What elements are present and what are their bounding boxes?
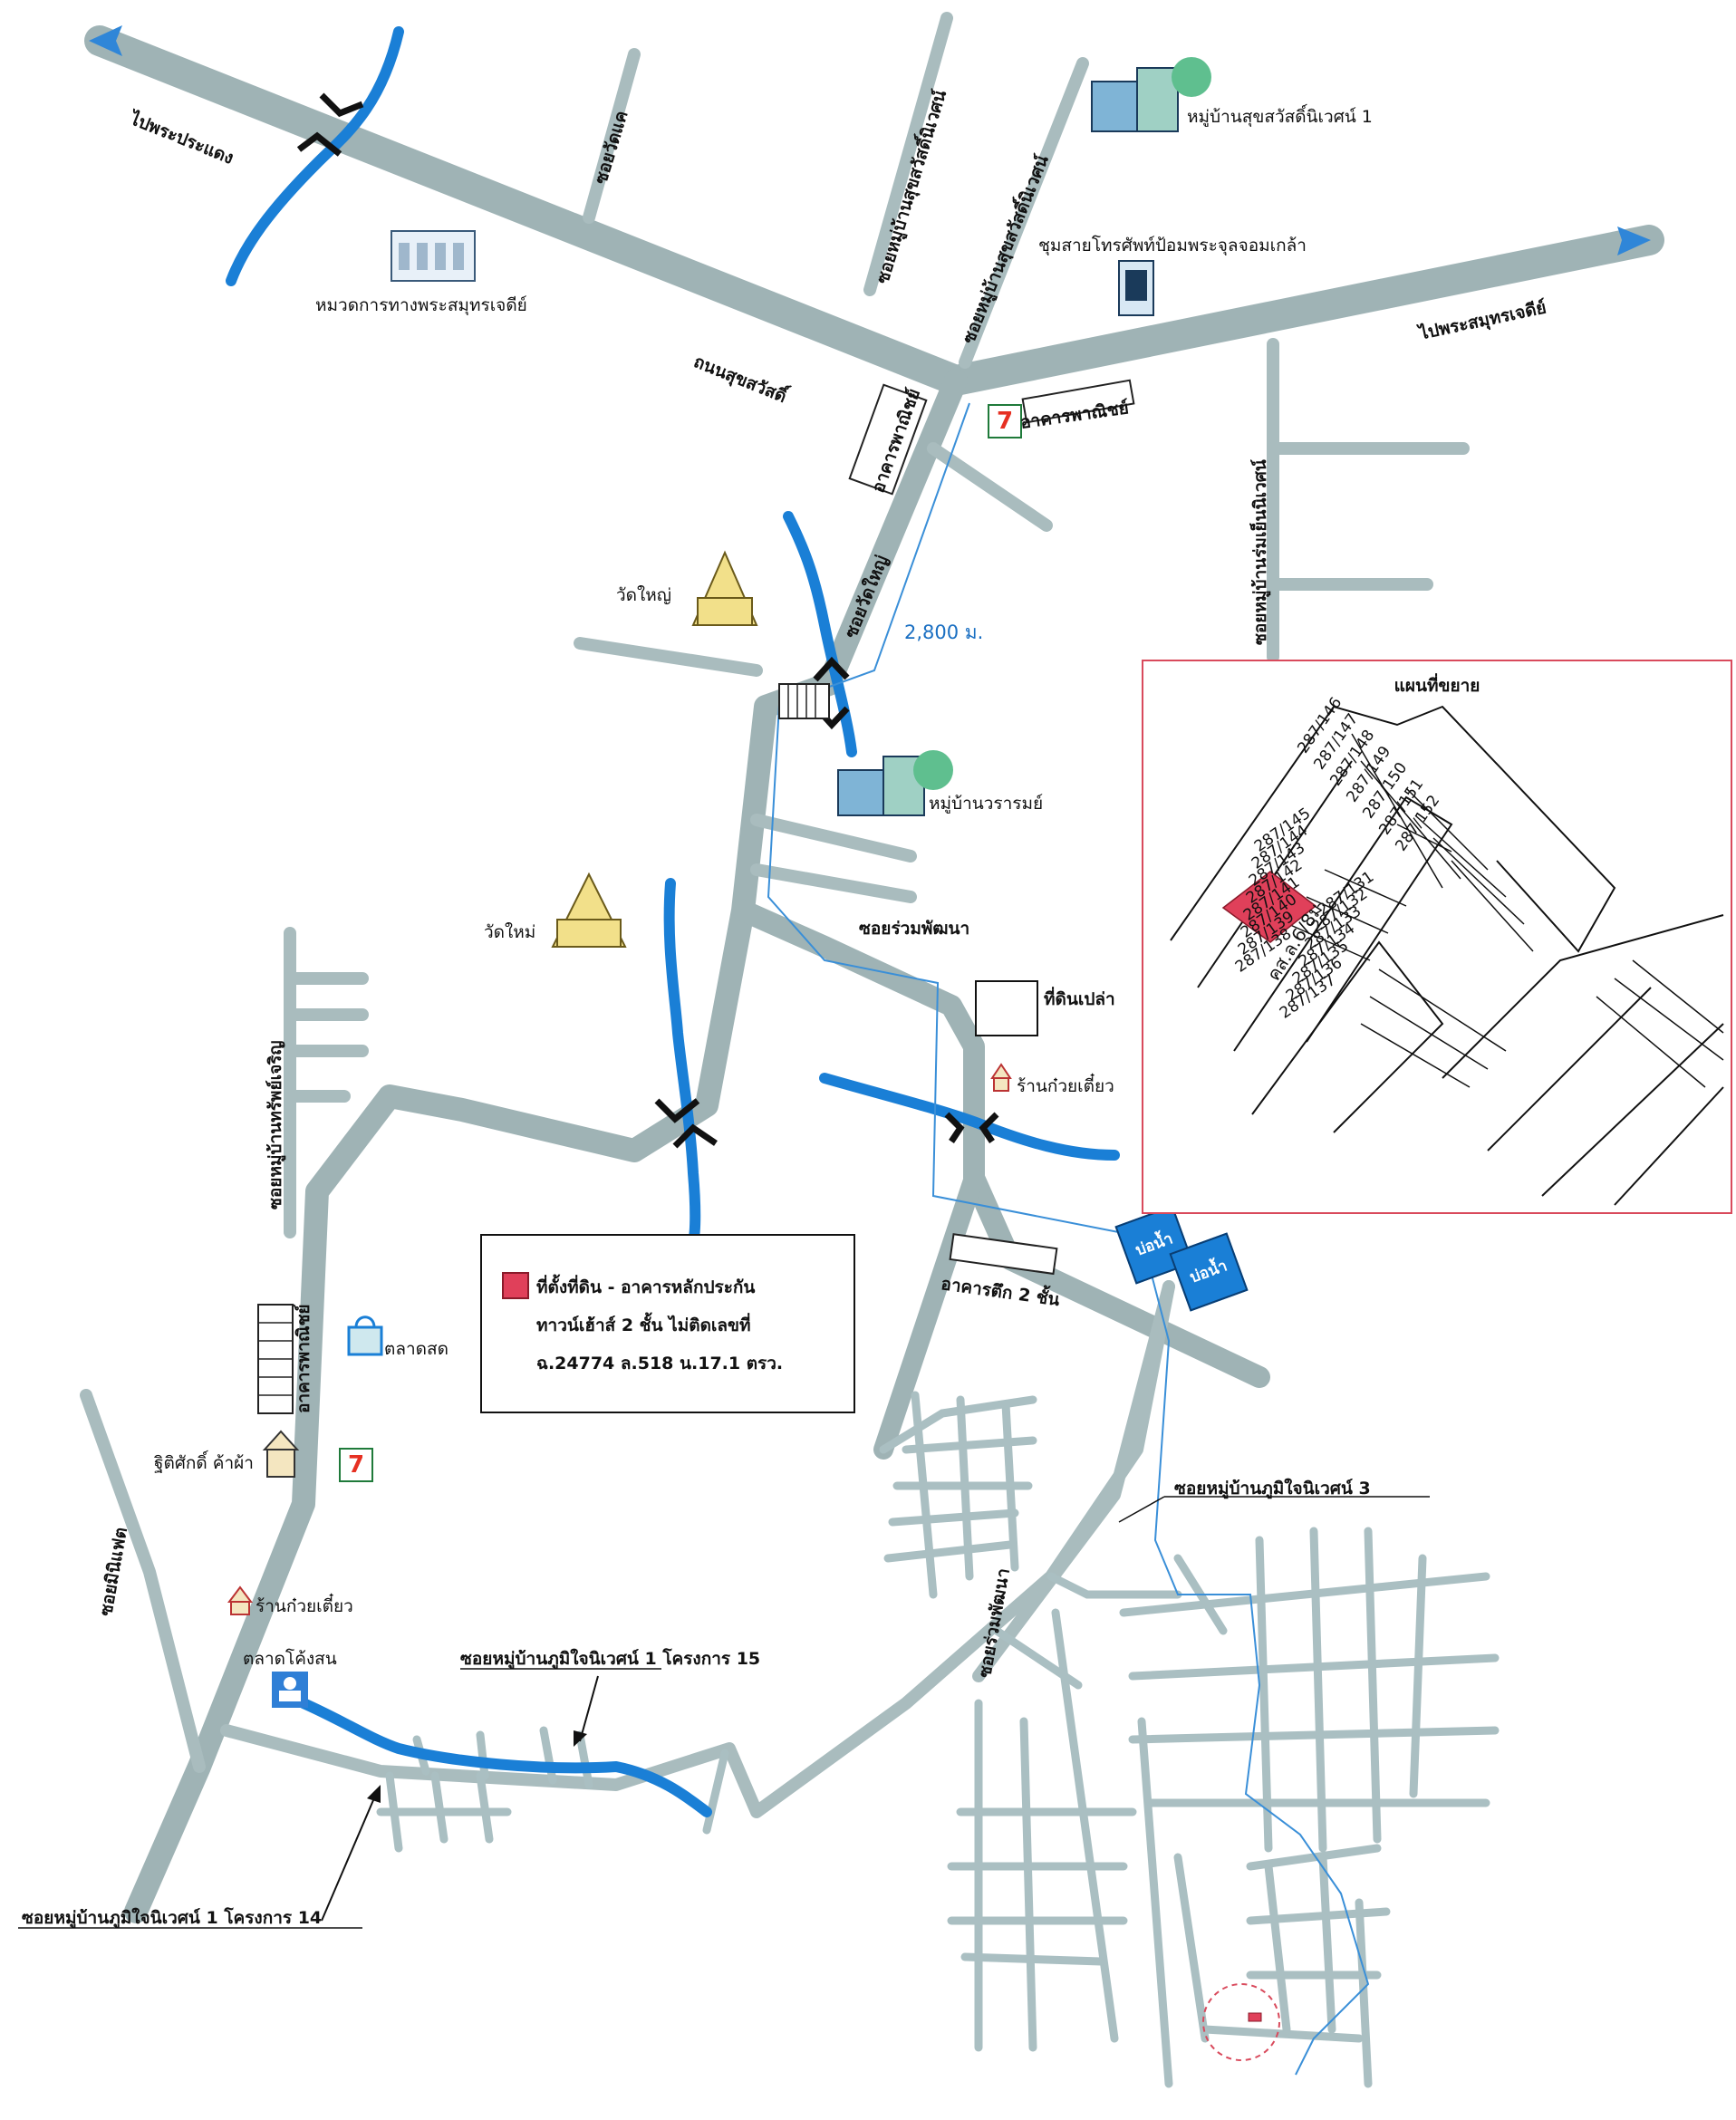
target-location-marker — [1202, 1983, 1280, 2061]
label-noodle-shop-1: ร้านก๋วยเตี๋ยว — [1017, 1076, 1114, 1096]
government-building-icon — [391, 230, 476, 282]
arrow-left-icon — [89, 25, 122, 56]
canal-south — [298, 1698, 712, 1817]
phone-icon — [1118, 260, 1154, 316]
market-bag-icon — [347, 1315, 383, 1356]
road-soi-wat-kae — [583, 48, 641, 224]
seven-eleven-icon: 7 — [339, 1448, 373, 1482]
shop-house-icon — [262, 1430, 300, 1478]
main-roads — [84, 25, 1664, 1923]
label-wat-yai: วัดใหญ่ — [616, 585, 671, 605]
road-sukswat-branch — [927, 442, 1053, 532]
seven-eleven-icon: 7 — [988, 404, 1022, 438]
label-soi-ruam-phatthana-1: ซอยร่วมพัฒนา — [859, 919, 970, 939]
route-line — [767, 402, 1370, 2076]
village-icon-2 — [837, 750, 953, 816]
label-phone-exchange: ชุมสายโทรศัพท์ป้อมพระจุลจอมเกล้า — [1038, 236, 1307, 255]
canal-watyai — [783, 511, 857, 757]
target-lot-icon — [1248, 2012, 1262, 2022]
inset-map: แผนที่ขยาย — [1142, 660, 1732, 1214]
label-distance: 2,800 ม. — [904, 622, 984, 643]
inset-title: แผนที่ขยาย — [1394, 676, 1480, 696]
label-chitisak-cloth-shop: ฐิติศักดิ์ ค้าผ้า — [154, 1453, 254, 1473]
canal-east — [819, 1073, 1120, 1161]
label-talat-khong-son: ตลาดโค้งสน — [243, 1649, 337, 1669]
temple-icon — [691, 550, 758, 626]
road-watyai-west — [574, 637, 763, 677]
vacant-land-plot — [975, 980, 1038, 1036]
label-vacant-land: ที่ดินเปล่า — [1044, 989, 1115, 1009]
label-highway-district: หมวดการทางพระสมุทรเจดีย์ — [315, 295, 527, 315]
inset-drawing — [1170, 705, 1724, 1206]
road-soi-sukswat-a — [863, 12, 953, 296]
road-soi-ruam-phatthana-2 — [972, 1280, 1175, 1682]
label-fresh-market: ตลาดสด — [384, 1339, 448, 1359]
arrow-right-icon — [1617, 226, 1651, 255]
road-branch-south — [873, 1168, 984, 1460]
secondary-roads — [80, 12, 1470, 1818]
legend-box: ที่ตั้งที่ดิน - อาคารหลักประกัน ทาวน์เฮ้… — [480, 1234, 855, 1413]
temple-icon-2 — [551, 872, 627, 948]
label-soi-phumjai-proj-14: ซอยหมู่บ้านภูมิใจนิเวศน์ 1 โครงการ 14 — [22, 1908, 323, 1928]
legend-line-1: ที่ตั้งที่ดิน - อาคารหลักประกัน — [536, 1277, 756, 1297]
road-watyai-east-1 — [750, 814, 917, 862]
label-noodle-shop-2: ร้านก๋วยเตี๋ยว — [256, 1596, 353, 1616]
canal-north — [226, 26, 404, 286]
legend-swatch — [502, 1272, 529, 1299]
road-watyai-east-2 — [750, 863, 917, 903]
building-hatch — [258, 684, 816, 1396]
label-mubaan-wararom: หมู่บ้านวรารมย์ — [929, 794, 1044, 814]
road-soi-wat-yai — [124, 369, 968, 1923]
legend-line-2: ทาวน์เฮ้าส์ 2 ชั้น ไม่ติดเลขที่ — [536, 1315, 751, 1335]
house-icon — [227, 1063, 1012, 1615]
inset-highlight-lots — [1221, 871, 1317, 943]
market-icon — [272, 1672, 308, 1708]
canal-watmai — [663, 878, 701, 1247]
label-soi-phumjai-proj-15: ซอยหมู่บ้านภูมิใจนิเวศน์ 1 โครงการ 15 — [460, 1649, 761, 1669]
subdivision-grid — [376, 1391, 1500, 2088]
road-soi-sukswat-b — [959, 57, 1089, 369]
village-icon — [1091, 57, 1211, 132]
label-wat-mai: วัดใหม่ — [484, 922, 536, 942]
legend-line-3: ฉ.24774 ล.518 น.17.1 ตรว. — [536, 1354, 784, 1373]
label-mubaan-sukswat-1: หมู่บ้านสุขสวัสดิ์นิเวศน์ 1 — [1187, 107, 1373, 127]
canals — [226, 26, 1120, 1817]
label-soi-phumjai-3: ซอยหมู่บ้านภูมิใจนิเวศน์ 3 — [1174, 1479, 1371, 1498]
road-khong-son-south — [220, 1280, 1175, 1818]
road-soi-miniflat — [80, 1389, 206, 1773]
